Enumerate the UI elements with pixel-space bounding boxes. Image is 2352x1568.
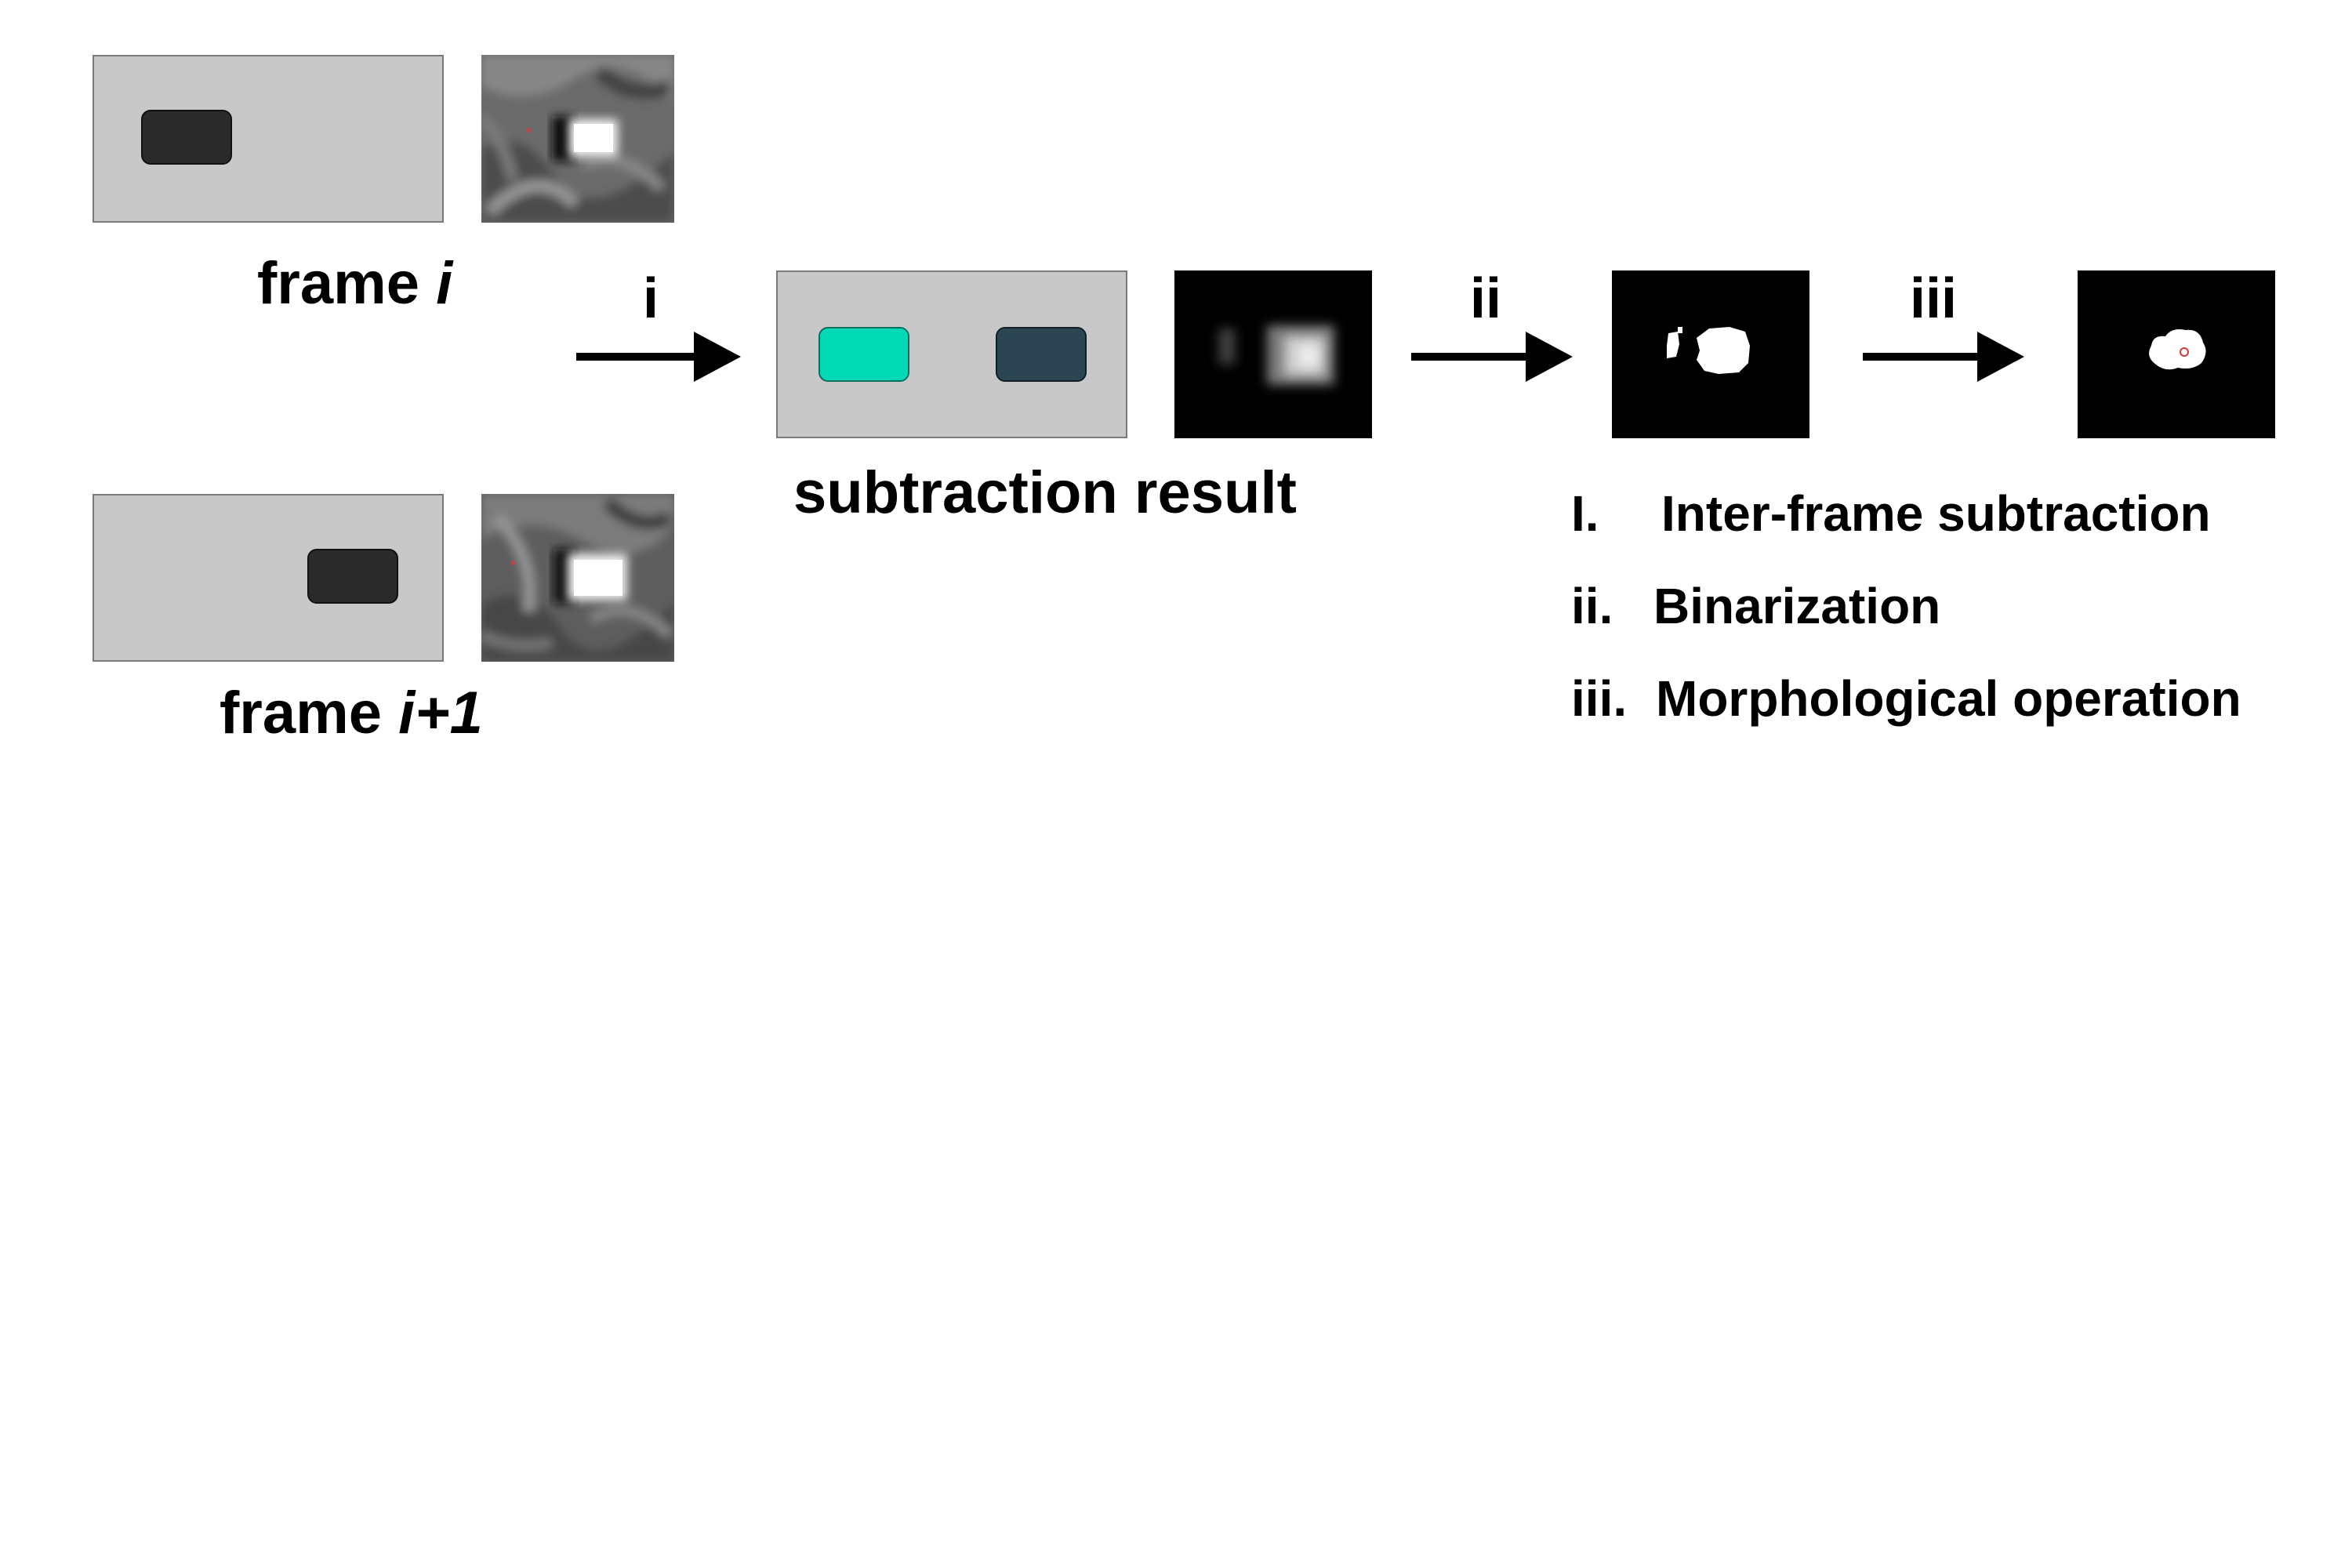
binarized-image [1612,270,1809,438]
step-i-arrow [576,332,741,382]
legend-num: ii. [1571,578,1613,634]
legend-text: Binarization [1653,578,1941,634]
subtraction-schematic [776,270,1127,438]
frame-i-thumbnail [481,55,674,223]
subtraction-positive-block [818,327,909,382]
frame-i-object-block [141,110,232,165]
step-i-label: i [642,267,659,330]
frame-i-caption: frame i [257,250,453,317]
frame-i-schematic [93,55,444,223]
subtraction-negative-block [996,327,1087,382]
legend-item: I. Inter-frame subtraction [1571,485,2211,543]
frame-i1-caption: frame i+1 [220,680,483,746]
step-iii-label: iii [1909,267,1957,330]
legend-text: Inter-frame subtraction [1661,485,2211,542]
step-ii-label: ii [1469,267,1501,330]
legend-item: ii. Binarization [1571,577,1940,635]
morphological-image [2078,270,2275,438]
frame-i1-schematic [93,494,444,662]
subtraction-caption: subtraction result [793,459,1297,526]
legend-num: I. [1571,485,1599,542]
subtraction-image [1174,270,1372,438]
legend-num: iii. [1571,670,1628,727]
frame-i1-object-block [307,549,398,604]
step-ii-arrow [1411,332,1573,382]
legend-item: iii. Morphological operation [1571,670,2241,728]
legend-text: Morphological operation [1656,670,2241,727]
step-iii-arrow [1863,332,2024,382]
frame-i1-thumbnail [481,494,674,662]
